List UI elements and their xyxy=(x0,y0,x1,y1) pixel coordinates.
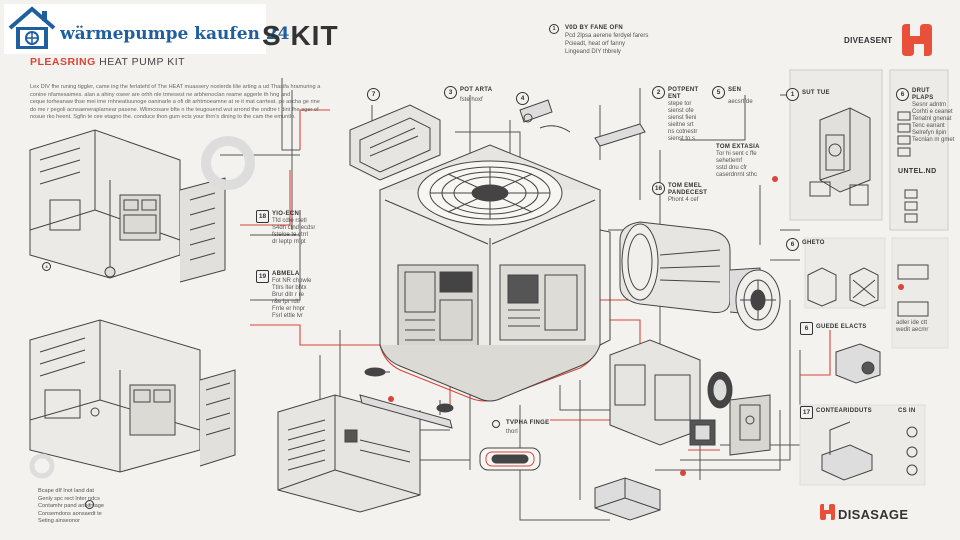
label-tom-emel: TOM EMEL PANDECEST Phont 4 cef xyxy=(668,183,708,203)
label-pot-arta-sub: fste hoxf xyxy=(460,97,483,103)
label-sut-tue: SUT TUE xyxy=(802,90,830,96)
left-upper-unit xyxy=(29,129,226,283)
house-fan-icon xyxy=(6,6,58,52)
callout-3: 3 xyxy=(444,86,457,99)
callout-typha xyxy=(492,420,500,428)
footer-brand-icon xyxy=(818,502,836,522)
footer-brand: DISASAGE xyxy=(838,507,909,522)
label-pot-arta: POT ARTA xyxy=(460,87,493,93)
callout-guide: 6 xyxy=(800,322,813,335)
label-sen-sub: aecsrtfde xyxy=(728,99,753,105)
brand-name: wärmepumpe kaufen 24 xyxy=(60,24,290,44)
callout-1: 1 xyxy=(786,88,799,101)
bottom-cabinet xyxy=(277,394,421,513)
blower-assembly xyxy=(619,221,781,331)
page-title: S KIT xyxy=(262,20,339,51)
label-guide-sub: adler ide ctt wedit aecmr xyxy=(896,320,929,333)
accent-dot xyxy=(898,284,904,290)
header-right-label: DIVEASENT xyxy=(844,36,893,45)
accent-dot xyxy=(772,176,778,182)
panel-component xyxy=(349,104,441,181)
label-contearidduts: CONTEARIDDUTS xyxy=(816,408,872,414)
callout-6: 6 xyxy=(896,88,909,101)
callout-17: 17 xyxy=(800,406,813,419)
label-untel-nd: UNTEL.ND xyxy=(898,168,937,175)
callout-5: 5 xyxy=(712,86,725,99)
compressor-assembly xyxy=(609,339,771,456)
decor-ring-bottom xyxy=(29,453,55,479)
label-sen: SEN xyxy=(728,87,742,93)
label-cs-in: CS IN xyxy=(898,408,916,414)
label-drut-plaps: DRUT PLAPS Sesnr adntm Corhti e ceanet T… xyxy=(912,88,955,143)
label-abmela: ABMELA Fot NR chpwle Ttlrs lter bhtx Bru… xyxy=(272,271,312,319)
accent-dot xyxy=(680,470,686,476)
callout-6-ghet: 6 xyxy=(786,238,799,251)
top-note: V0D BY FANE OFN Pcd 2lpsa aerene ferdyel… xyxy=(565,25,649,55)
label-potpent: POTPENT ENT stepe tor sienst ofe sienst … xyxy=(668,87,699,142)
decor-ring-top xyxy=(201,136,255,190)
legend: Bcape dIf Inot land dat Genly spc rect I… xyxy=(38,488,104,525)
callout-19: 19 xyxy=(256,270,269,283)
accent-dot xyxy=(388,396,394,402)
callout-4-left: 4 xyxy=(42,262,51,271)
callout-2: 2 xyxy=(652,86,665,99)
right-panel-a xyxy=(789,69,883,221)
left-lower-unit xyxy=(29,319,236,473)
intro-paragraph: Lex DIV fhe runing tiggler, came ing the… xyxy=(30,84,321,121)
central-heat-pump-unit xyxy=(364,144,611,415)
label-guede-elacts: GUEDE ELACTS xyxy=(816,324,867,330)
right-panel-c xyxy=(804,237,949,349)
callout-18: 18 xyxy=(256,210,269,223)
brand-h-icon xyxy=(898,24,934,56)
hose-part xyxy=(479,447,541,471)
label-gheto: GHETO xyxy=(802,240,825,246)
label-tom-extasia: TOM EXTASIA Tor hi sent c ffe sehetlemf … xyxy=(716,144,760,178)
callout-16: 16 xyxy=(652,182,665,195)
bottom-box xyxy=(594,477,661,521)
label-typha-finge: TVPHA FINGE xyxy=(506,420,550,426)
callout-7: 7 xyxy=(367,88,380,101)
right-panel-d xyxy=(835,343,881,384)
bracket-part xyxy=(519,99,571,133)
label-typha-sub: thorl xyxy=(506,429,518,435)
right-panel-e xyxy=(799,404,926,486)
page-subtitle: PLEASRING HEAT PUMP KIT xyxy=(30,56,186,68)
brand-header[interactable]: wärmepumpe kaufen 24 xyxy=(4,4,289,54)
callout-1-top: 1 xyxy=(549,24,559,34)
rod-part xyxy=(594,123,646,147)
callout-7-bottom: 7 xyxy=(85,500,94,509)
callout-4: 4 xyxy=(516,92,529,105)
label-yio-ecni: YIO-ECNI Tfd cdte rsetl S4dn cfnd ecdsr … xyxy=(272,211,316,245)
flat-tube-part xyxy=(359,394,453,429)
